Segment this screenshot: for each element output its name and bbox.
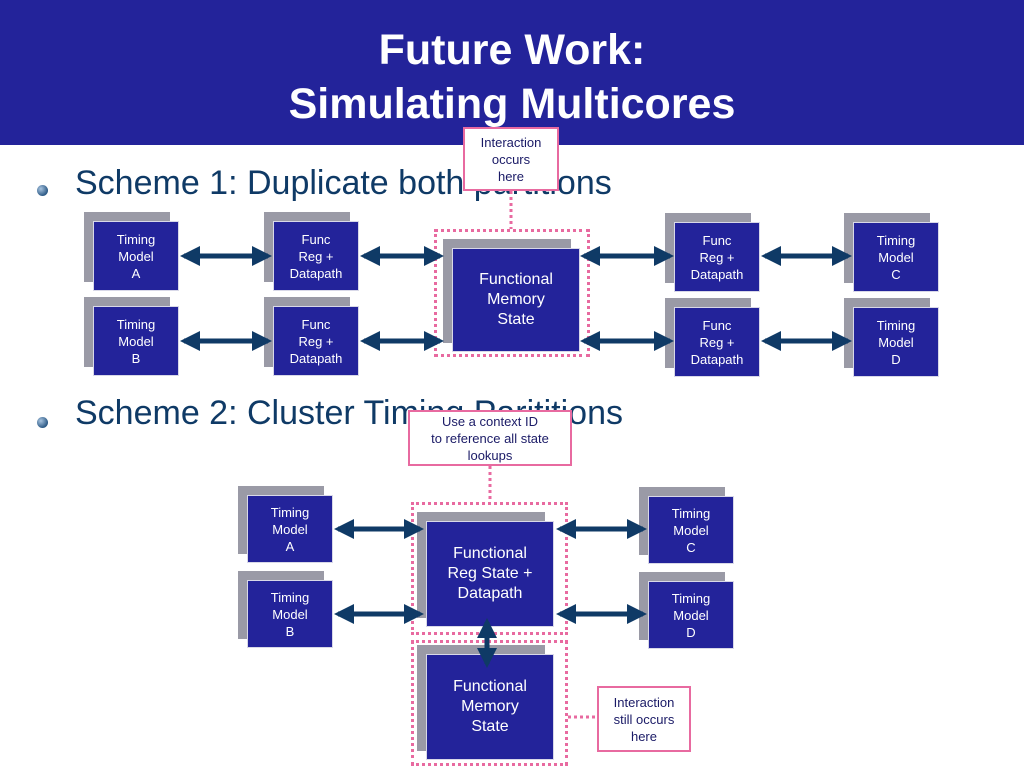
s2-interaction-callout: Interaction still occurs here (597, 686, 691, 752)
s1-functional-memory-state: Functional Memory State (443, 239, 580, 352)
bullet-icon (37, 185, 48, 196)
s1-func-reg-datapath-b: Func Reg + Datapath (264, 297, 359, 376)
s2-functional-memory-state: Functional Memory State (417, 645, 554, 760)
s1-timing-model-c: Timing Model C (844, 213, 939, 292)
title-banner (0, 0, 1024, 145)
s1-timing-model-a: Timing Model A (84, 212, 179, 291)
bullet-icon (37, 417, 48, 428)
s1-timing-model-d: Timing Model D (844, 298, 939, 377)
s1-timing-model-b: Timing Model B (84, 297, 179, 376)
s2-timing-model-c: Timing Model C (639, 487, 734, 564)
s2-timing-model-d: Timing Model D (639, 572, 734, 649)
s1-func-reg-datapath-a: Func Reg + Datapath (264, 212, 359, 291)
s2-functional-reg-state-datapath: Functional Reg State + Datapath (417, 512, 554, 627)
s2-timing-model-b: Timing Model B (238, 571, 333, 648)
slide-title-line-2: Simulating Multicores (288, 80, 736, 128)
s1-func-reg-datapath-c: Func Reg + Datapath (665, 213, 760, 292)
s2-context-id-callout: Use a context ID to reference all state … (408, 410, 572, 466)
s1-func-reg-datapath-d: Func Reg + Datapath (665, 298, 760, 377)
slide-title-line-1: Future Work: (378, 26, 646, 74)
s2-timing-model-a: Timing Model A (238, 486, 333, 563)
s1-interaction-callout: Interaction occurs here (463, 127, 559, 191)
s1-interaction-highlight (434, 229, 590, 357)
